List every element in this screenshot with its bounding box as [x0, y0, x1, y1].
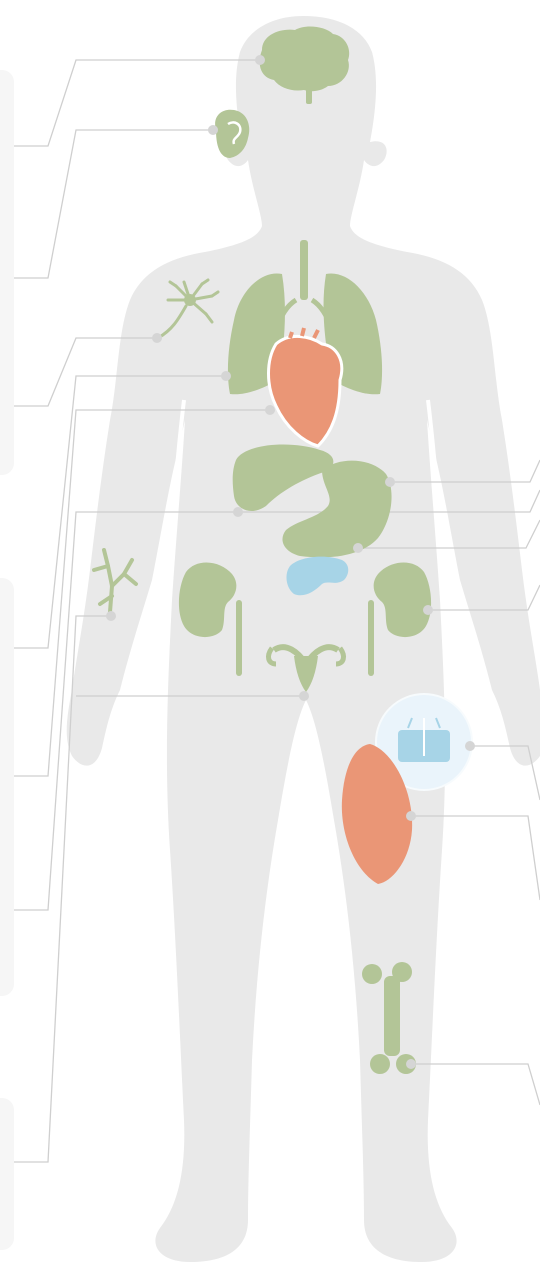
body-silhouette: [67, 16, 540, 1262]
